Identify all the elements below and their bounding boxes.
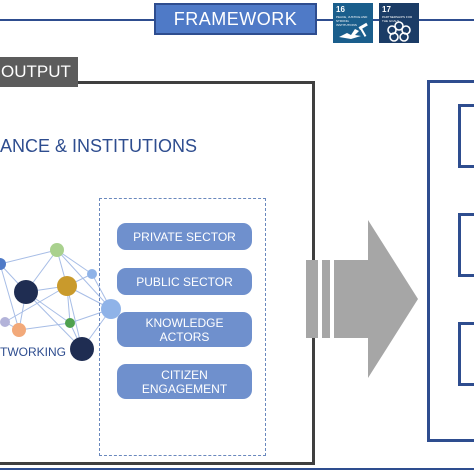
networking-label: TWORKING (0, 345, 66, 359)
network-node (12, 323, 26, 337)
output-tab: OUTPUT (0, 57, 78, 87)
network-node (57, 276, 77, 296)
network-node (65, 318, 75, 328)
citizen-engagement-pill: CITIZEN ENGAGEMENT (117, 364, 252, 399)
actors-group (99, 198, 266, 456)
public-sector-pill: PUBLIC SECTOR (117, 268, 252, 295)
network-node (50, 243, 64, 257)
knowledge-actors-pill: KNOWLEDGE ACTORS (117, 312, 252, 347)
right-panel-box (458, 213, 474, 277)
framework-label: FRAMEWORK (173, 8, 298, 29)
sdg-16-badge: 16 Peace, justice and strong institution… (333, 3, 373, 43)
network-node (70, 337, 94, 361)
bottom-divider-line (0, 468, 474, 470)
sdg-16-caption: Peace, justice and strong institutions (336, 15, 368, 27)
dove-gavel-icon (339, 22, 368, 39)
private-sector-pill: PRIVATE SECTOR (117, 223, 252, 250)
network-node (14, 280, 38, 304)
network-node (101, 299, 121, 319)
output-tab-label: OUTPUT (1, 62, 71, 81)
network-node (87, 269, 97, 279)
network-node (0, 258, 6, 270)
sdg-17-caption: Partnerships for the goals (382, 15, 413, 23)
sdg-16-number: 16 (336, 5, 345, 14)
partnership-flower-icon (387, 21, 411, 42)
governance-institutions-title: ANCE & INSTITUTIONS (0, 136, 198, 156)
network-node (0, 317, 10, 327)
network-graph (0, 243, 121, 361)
sdg-17-badge: 17 Partnerships for the goals (379, 3, 419, 43)
framework-banner: FRAMEWORK (154, 3, 317, 35)
right-panel-box (458, 322, 474, 386)
sdg-17-number: 17 (382, 5, 391, 14)
right-panel-box (458, 104, 474, 168)
flow-arrow-icon (306, 220, 418, 378)
